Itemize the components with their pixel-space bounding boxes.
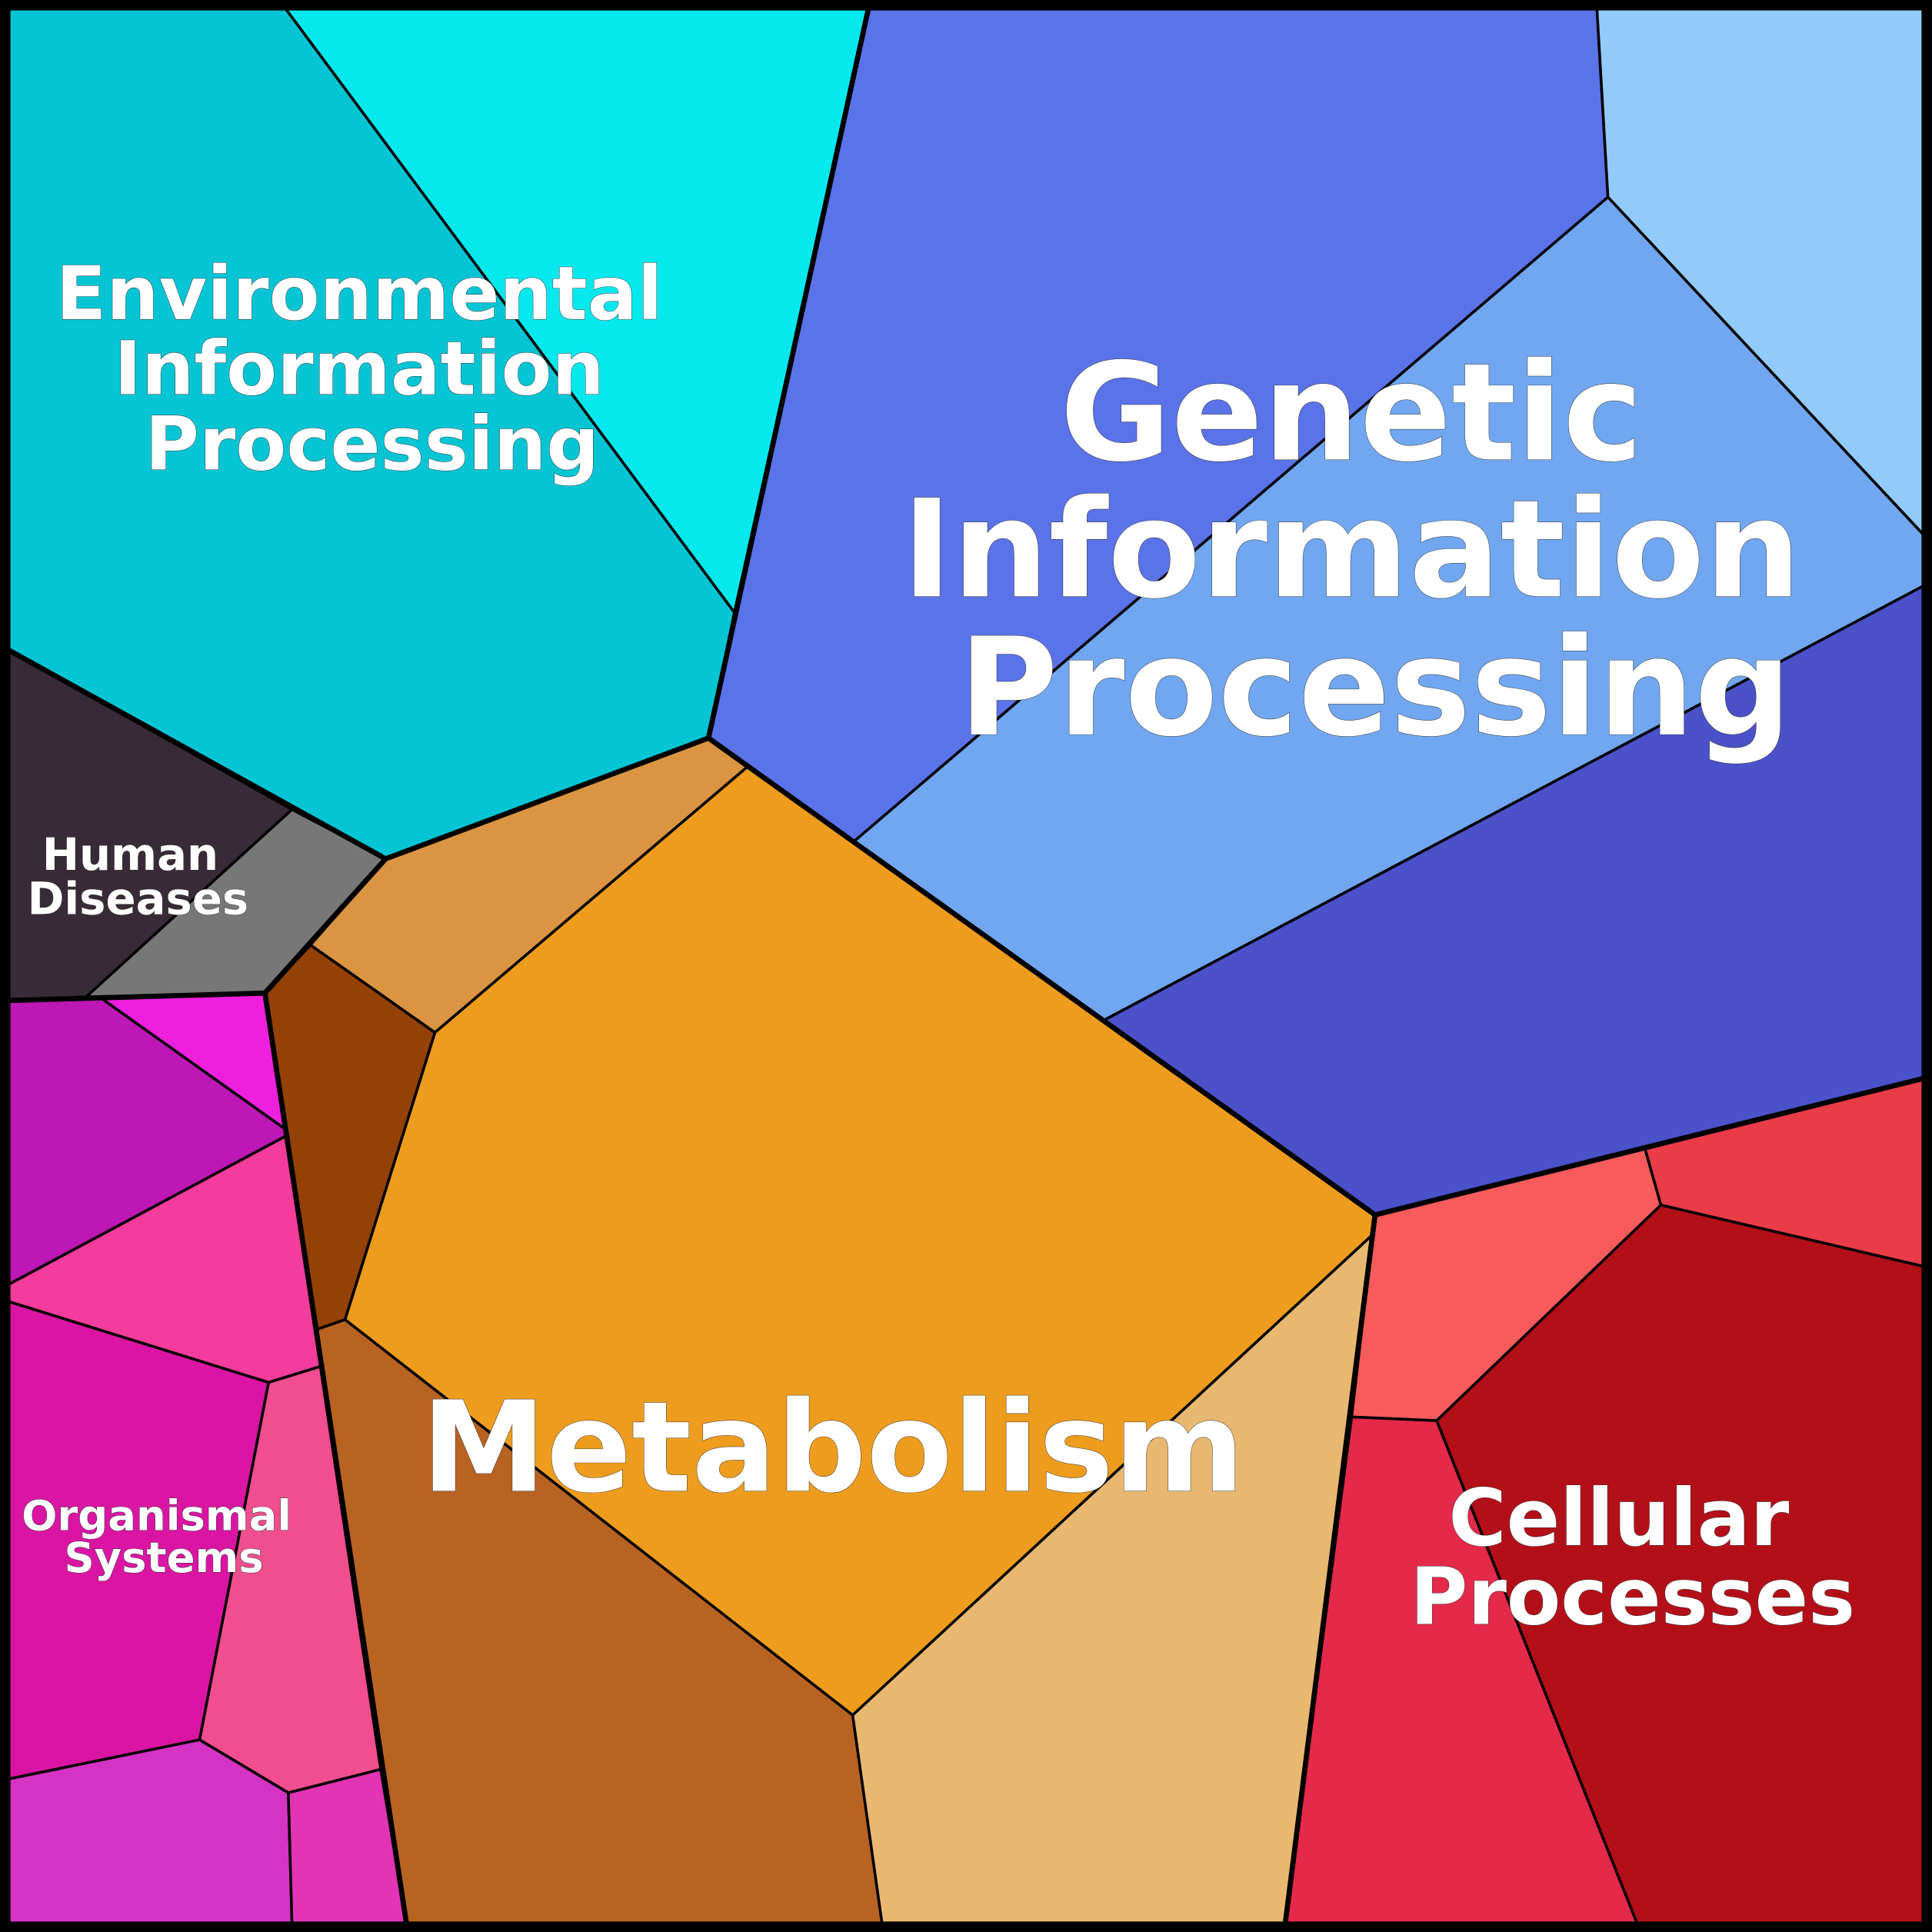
border-human-metabolism [262, 857, 388, 995]
border-organismal-metabolism [262, 992, 409, 1925]
group-borders [5, 6, 1926, 1925]
label-line: Information [902, 470, 1801, 628]
label-line: Cellular [1448, 1473, 1789, 1564]
border-genetic-cellular [1374, 1075, 1926, 1217]
border-env-human [5, 647, 388, 861]
group-organismal-systems [5, 991, 408, 1927]
label-line: Processing [958, 608, 1791, 767]
group-genetic-information-processing [707, 5, 1927, 1217]
border-human-organismal [7, 990, 265, 1004]
group-cellular-processes [1284, 1077, 1927, 1927]
label-line: Metabolism [421, 1374, 1245, 1521]
label-line: Genetic [1060, 334, 1643, 492]
label-metabolism: Metabolism [421, 1374, 1245, 1521]
label-line: Organismal [22, 1491, 291, 1541]
group-metabolism [263, 736, 1377, 1927]
label-line: Environmental [56, 251, 663, 337]
label-genetic-information-processing: Genetic Information Processing [902, 334, 1849, 767]
border-genetic-metabolism [707, 735, 1377, 1217]
label-line: Information [114, 326, 605, 412]
label-line: Systems [64, 1533, 263, 1582]
label-line: Diseases [28, 873, 249, 925]
label-human-diseases: Human Diseases [28, 828, 249, 925]
border-env-genetic [705, 6, 871, 739]
border-env-metabolism [385, 735, 710, 861]
label-organismal-systems: Organismal Systems [22, 1491, 306, 1582]
label-line: Human [42, 828, 218, 881]
label-line: Processes [1410, 1551, 1855, 1643]
label-cellular-processes: Cellular Processes [1410, 1473, 1855, 1644]
label-environmental-information-processing: Environmental Information Processing [56, 251, 688, 487]
label-line: Processing [145, 401, 600, 487]
border-metabolism-cellular [1282, 1214, 1378, 1925]
